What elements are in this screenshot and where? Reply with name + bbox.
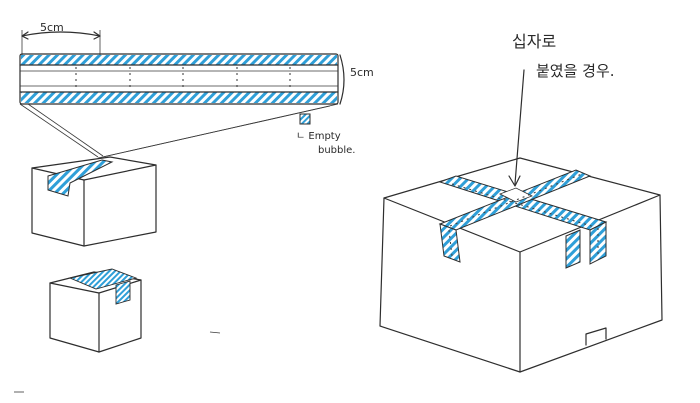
annotation-arrow [514,69,525,185]
tape-bottom-band [21,92,337,103]
tape-top-band [21,55,337,65]
stray-mark [209,331,221,334]
arrow-head-right [93,31,101,40]
tape-flap-front [565,229,581,269]
legend-line1: ㄴ Empty [296,131,341,142]
tape-dots [451,183,599,229]
box-right-face [83,164,157,247]
large-box-right-face [519,194,663,373]
legend-swatch [299,113,311,125]
cross-center [499,187,533,203]
box2-tape [68,268,138,290]
small-box-side-tape [31,156,157,247]
cross-tape-annotation: 십자로 붙였을 경우. [508,32,615,187]
tape-dots [448,229,453,257]
width-dimension-arrow [21,31,101,37]
zoom-lines [19,103,339,159]
large-box [379,157,663,373]
annotation-line1: 십자로 [512,32,556,51]
annotation-arrow-head [508,175,521,187]
box2-left-face [49,282,100,353]
tape-strip: 5cm 5cm [19,21,374,105]
legend: ㄴ Empty bubble. [296,113,356,156]
tape-outline [19,53,339,105]
height-label: 5cm [350,66,374,79]
arrow-head-left [21,31,29,40]
box2-tape-flap [115,280,131,305]
small-box-top-tape [49,268,142,353]
annotation-line2: 붙였을 경우. [536,62,615,80]
box-left-face [31,167,85,247]
tape-on-box [47,159,114,197]
large-box-left-face [379,197,521,373]
height-dimension-arrow [339,54,345,105]
tape-flap-right [589,221,607,265]
legend-line2: bubble. [318,145,356,156]
box2-right-face [98,279,142,353]
box-handle-notch [585,327,607,346]
width-label: 5cm [40,21,64,34]
